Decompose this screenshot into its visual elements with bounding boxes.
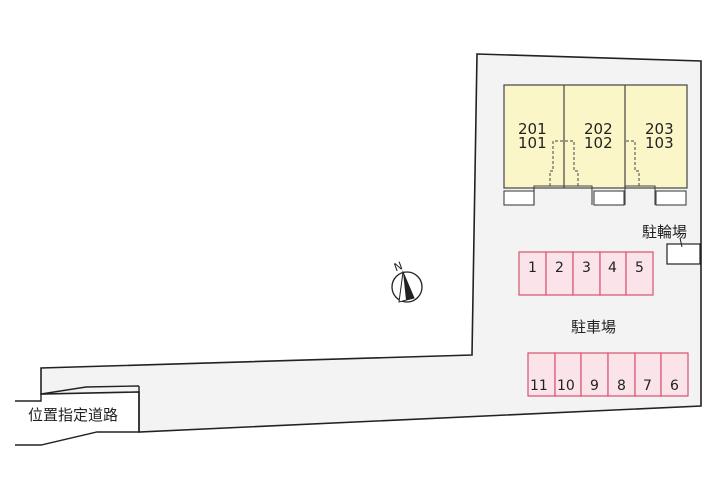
parking-space-8: 8 bbox=[617, 378, 626, 394]
unit-202-label: 202 bbox=[584, 120, 613, 138]
parking-row-top bbox=[518, 251, 654, 296]
road-label: 位置指定道路 bbox=[28, 406, 118, 424]
building bbox=[503, 84, 688, 206]
parking-space-1: 1 bbox=[528, 260, 537, 276]
unit-201-label: 201 bbox=[518, 120, 547, 138]
parking-label: 駐車場 bbox=[571, 318, 616, 336]
bicycle-parking-area bbox=[666, 243, 701, 265]
parking-row-bottom bbox=[527, 352, 689, 397]
bicycle-parking-label: 駐輪場 bbox=[642, 223, 687, 241]
parking-space-5: 5 bbox=[635, 260, 644, 276]
parking-space-10: 10 bbox=[557, 378, 575, 394]
parking-space-7: 7 bbox=[643, 378, 652, 394]
north-arrow-icon: N bbox=[391, 259, 423, 303]
unit-103-label: 103 bbox=[645, 134, 674, 152]
parking-space-4: 4 bbox=[608, 260, 617, 276]
parking-space-11: 11 bbox=[530, 378, 548, 394]
parking-space-9: 9 bbox=[590, 378, 599, 394]
parking-space-6: 6 bbox=[670, 378, 679, 394]
road bbox=[15, 385, 140, 446]
compass-north-label: N bbox=[392, 259, 404, 274]
parking-space-2: 2 bbox=[555, 260, 564, 276]
unit-203-label: 203 bbox=[645, 120, 674, 138]
unit-102-label: 102 bbox=[584, 134, 613, 152]
unit-101-label: 101 bbox=[518, 134, 547, 152]
parking-space-3: 3 bbox=[582, 260, 591, 276]
